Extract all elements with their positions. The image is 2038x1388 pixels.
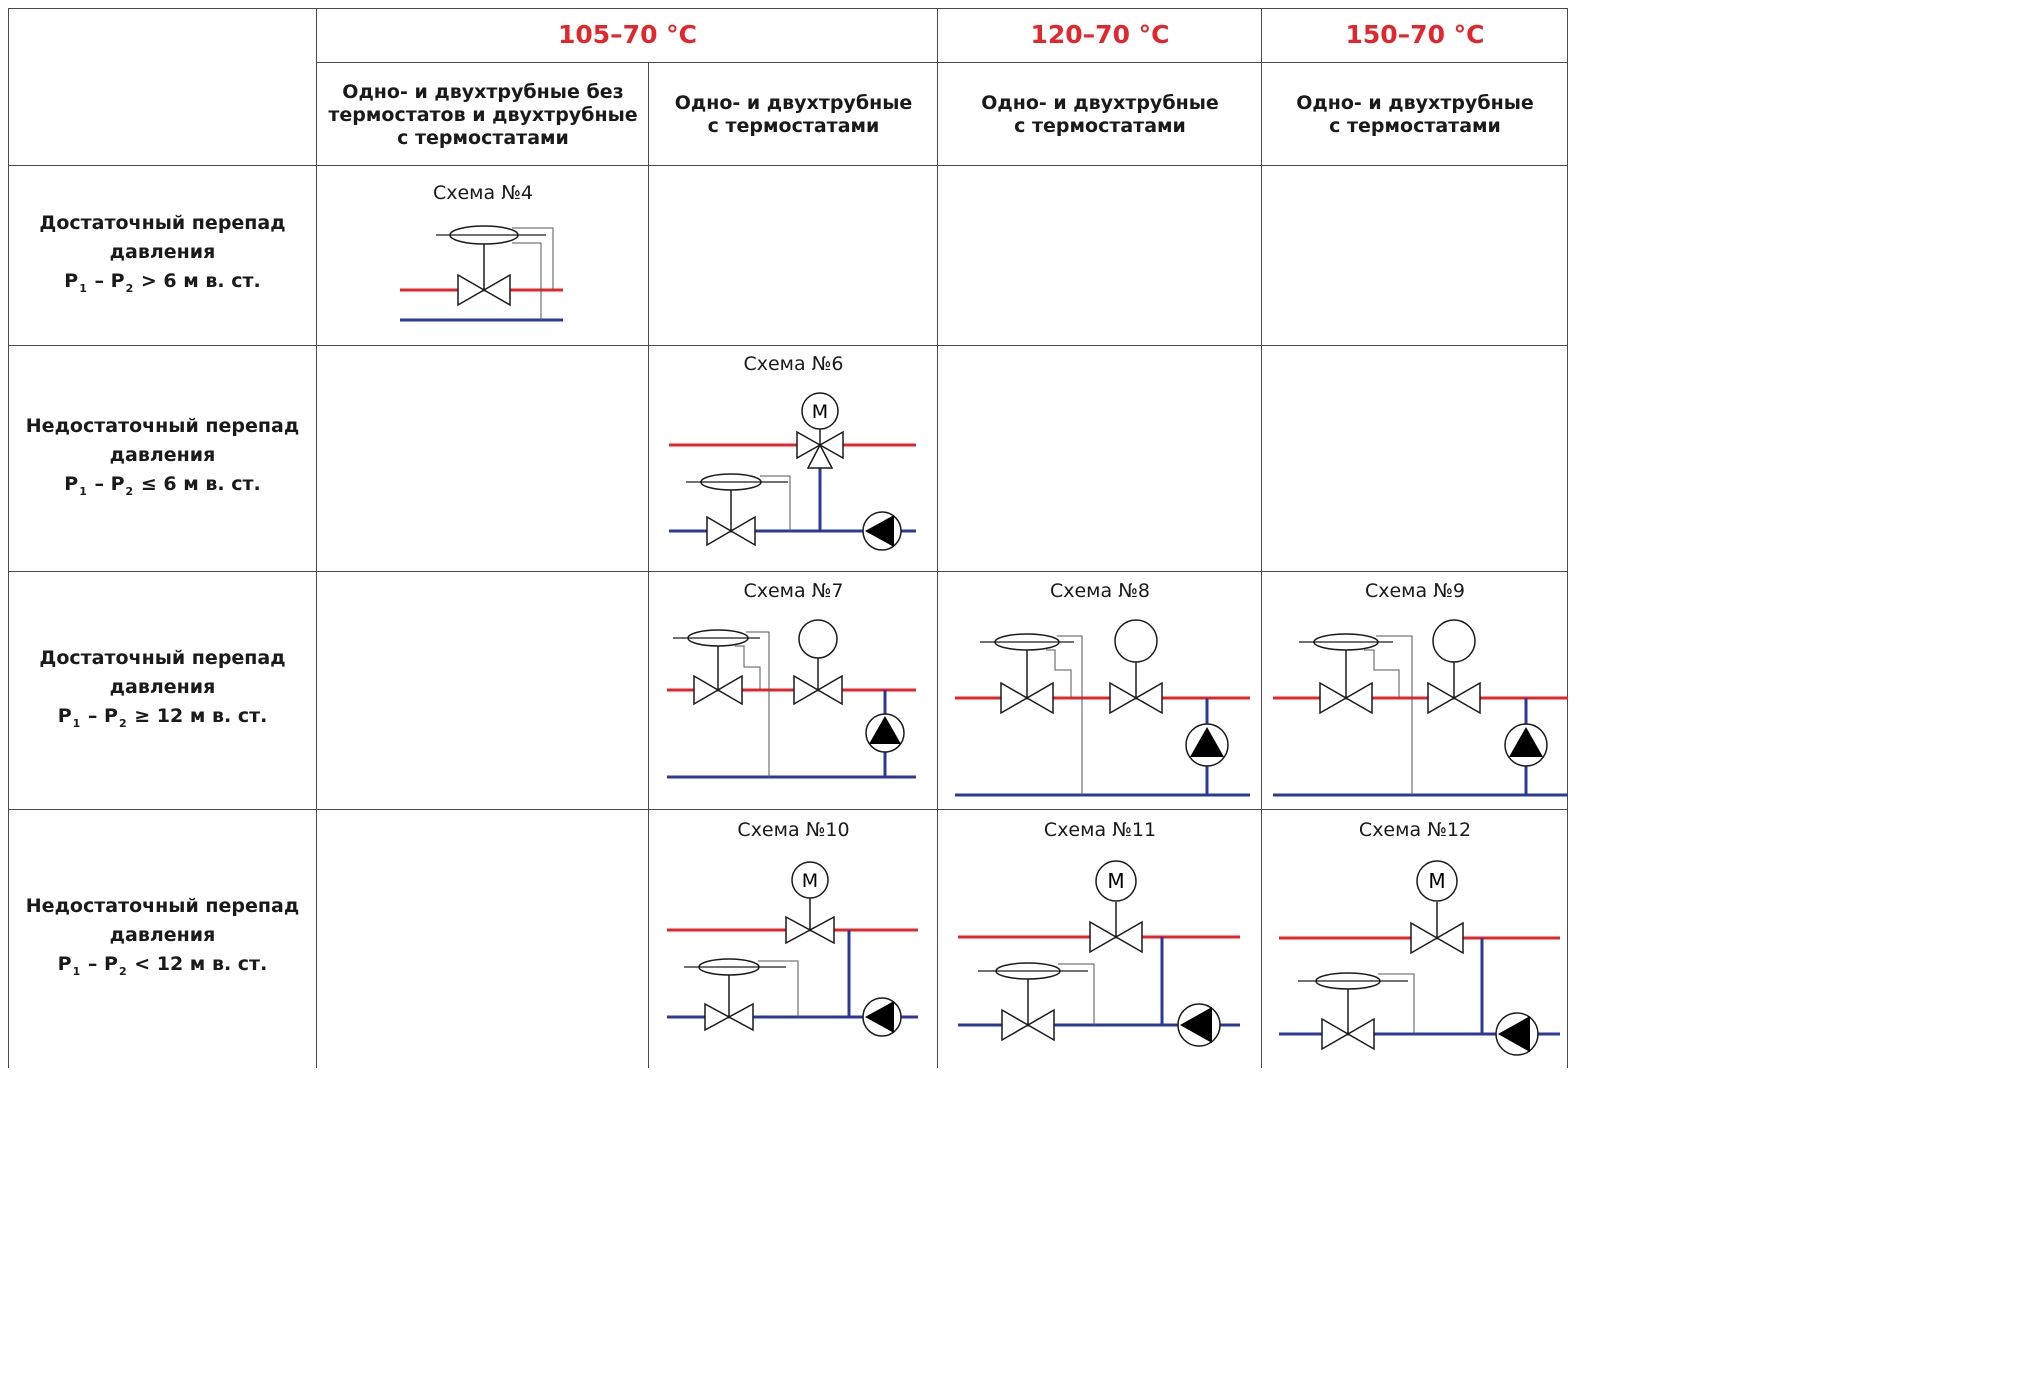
row-label-cell [8,810,317,1068]
scheme-8-diagram [955,619,1250,797]
table-cell [1262,346,1568,572]
row-label-cell [8,166,317,346]
scheme-10-diagram [667,861,918,1037]
subheader-1: Одно- и двухтрубные без термостатов и дв… [328,80,638,149]
motor-icon [791,861,829,899]
motor-icon [1095,860,1137,902]
motor-label: M [802,870,818,892]
valve-icon [1001,920,1143,1042]
motor-icon [801,392,839,430]
valve-icon [704,915,835,1032]
valve-icon [457,273,511,307]
scheme-9-diagram [1273,619,1568,797]
scheme-4-title: Схема №4 [432,182,534,204]
table-cell [649,810,938,1068]
valve-icon [1321,921,1464,1051]
temp-header-105-70: 105–70 °C [557,20,698,49]
valve-icon [693,674,843,706]
scheme-12-title: Схема №12 [1358,819,1472,841]
motor-label: M [1107,869,1124,893]
table-cell [649,166,938,346]
scheme-6-diagram [669,392,916,551]
regulator-icon [798,619,838,659]
scheme-7-title: Схема №7 [743,580,844,602]
subheader-cell [317,63,649,166]
scheme-4-diagram [400,225,563,322]
motor-label: M [1428,869,1445,893]
table-cell [1262,166,1568,346]
corner-cell [8,8,317,166]
header-cell [1262,8,1568,63]
table-cell [938,572,1262,810]
header-cell [317,8,938,63]
subheader-3: Одно- и двухтрубные с термостатами [981,92,1219,137]
table-cell [938,810,1262,1068]
table-frame [8,8,1568,1068]
schemes-diagram-layer: M M M M [400,225,1568,1056]
scheme-7-diagram [667,619,916,779]
valve-icon [1319,681,1481,715]
scheme-12-diagram [1279,860,1560,1056]
table-cell [649,346,938,572]
valve-icon [1000,681,1163,715]
scheme-8-title: Схема №8 [1049,580,1151,602]
motor-icon [1416,860,1458,902]
motor-label: M [812,401,828,423]
temp-header-120-70: 120–70 °C [1030,20,1170,49]
valve-icon [706,515,756,547]
temp-header-150-70: 150–70 °C [1345,20,1485,49]
header-cell [938,8,1262,63]
subheader-2: Одно- и двухтрубные с термостатами [674,92,913,137]
table-cell [317,346,649,572]
table-cell [1262,810,1568,1068]
subheader-cell [1262,63,1568,166]
row-label-cell [8,346,317,572]
scheme-11-title: Схема №11 [1043,819,1157,841]
table-cell [649,572,938,810]
scheme-6-title: Схема №6 [743,353,844,375]
table-cell [1262,572,1568,810]
scheme-9-title: Схема №9 [1364,580,1466,602]
scheme-10-title: Схема №10 [737,819,850,841]
table-cell [938,346,1262,572]
subheader-4: Одно- и двухтрубные с термостатами [1296,92,1534,137]
scheme-11-diagram [958,860,1240,1047]
table-cell [317,572,649,810]
subheader-cell [649,63,938,166]
three-way-valve-icon [796,430,844,469]
table-cell [317,166,649,346]
row-label-cell [8,572,317,810]
regulator-icon [1114,619,1158,663]
subheader-cell [938,63,1262,166]
regulator-icon [1432,619,1476,663]
table-cell [938,166,1262,346]
table-cell [317,810,649,1068]
